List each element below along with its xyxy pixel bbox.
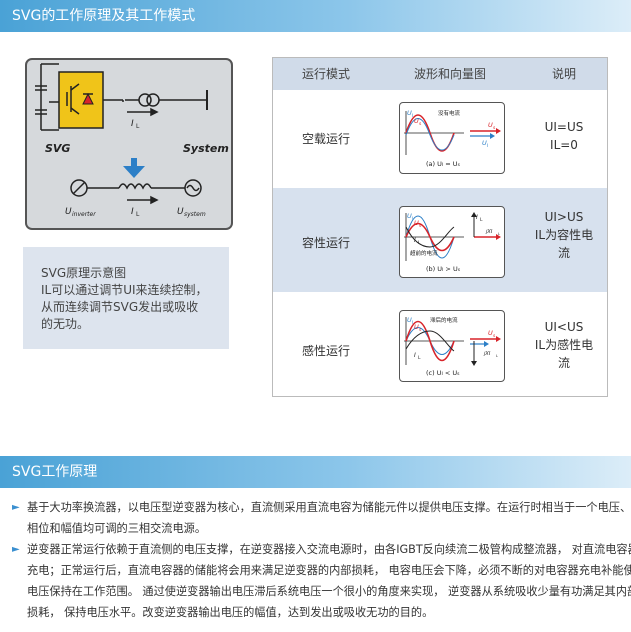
svg-text:s: s [419,328,422,333]
header-mode: 运行模式 [301,67,350,81]
list-item: ► 基于大功率换流器，以电压型逆变器为核心，直流侧采用直流电容为储能元件以提供电… [12,497,631,539]
svg-text:I: I [414,352,416,359]
svg-text:没有电流: 没有电流 [438,109,461,117]
waveform-vector-diagram: U I U s 滞后的电流 I L U s jXI L (c) UI < Us [404,316,501,377]
current-label-bottom: I [131,207,134,217]
caption-title: SVG原理示意图 [41,266,127,280]
caption-line: 的无功。 [41,317,90,331]
svg-text:s: s [419,224,422,229]
header-waveform: 波形和向量图 [413,67,486,81]
svg-text:system: system [184,211,206,218]
svg-text:L: L [498,232,500,236]
caption-line: IL可以通过调节UI来连续控制， [41,283,208,297]
schematic-drawing: I L SVG System I L U inverter U system [35,63,229,218]
svg-text:U: U [488,329,493,337]
svg-text:s: s [419,122,422,127]
svg-text:jXI: jXI [483,351,491,357]
header-explanation: 说明 [551,67,576,81]
svg-text:超前的电流: 超前的电流 [410,249,438,257]
svg-text:I: I [476,214,478,221]
schematic-caption: SVG原理示意图 IL可以通过调节UI来连续控制， 从而连续调节SVG发出或吸收… [23,247,229,349]
system-label: System [183,142,229,155]
svg-text:滞后的电流: 滞后的电流 [430,316,458,324]
svg-text:I: I [414,237,416,244]
table-row-no-load: 空载运行 没有电流 U I U s U s U I [273,90,607,188]
svg-text:U: U [407,316,412,324]
svg-text:U: U [414,323,419,331]
section-title: SVG工作原理 [12,464,98,480]
mode-label: 空载运行 [301,132,350,146]
down-arrow-icon [123,158,145,178]
svg-text:L: L [480,217,483,223]
svg-text:s: s [493,126,496,131]
section-banner-principles: SVG的工作原理及其工作模式 [0,0,631,32]
svg-text:inverter: inverter [72,211,96,218]
svg-text:U: U [482,139,487,147]
u-system-label: U [177,207,184,217]
mode-explanation: UI<US IL为感性电 流 [534,320,594,370]
svg-text:(c) UI < Us: (c) UI < Us [426,369,460,377]
svg-schematic-diagram: I L SVG System I L U inverter U system [25,58,233,230]
svg-text:U: U [414,219,419,227]
waveform-vector-diagram: 没有电流 U I U s U s U I (a) UI = Us [404,109,501,168]
mode-label: 容性运行 [301,236,350,250]
section-banner-working-principle: SVG工作原理 [0,456,631,488]
svg-text:I: I [412,216,413,222]
svg-text:I: I [487,143,488,149]
svg-text:L: L [136,211,140,218]
waveform-inductive: U I U s 滞后的电流 I L U s jXI L (c) UI < Us [399,310,505,382]
svg-text:U: U [414,117,419,125]
svg-text:(a) UI = Us: (a) UI = Us [426,160,461,168]
section-title: SVG的工作原理及其工作模式 [12,8,196,24]
waveform-capacitive: U I U s I L 超前的电流 I L jXI L (b) UI > Us [399,206,505,278]
list-item: ► 逆变器正常运行依赖于直流侧的电压支撑，在逆变器接入交流电源时，由各IGBT反… [12,539,631,623]
svg-text:I: I [412,113,413,119]
bullet-arrow-icon: ► [12,544,20,555]
svg-text:L: L [418,355,421,361]
waveform-no-load: 没有电流 U I U s U s U I (a) UI = Us [399,102,505,174]
bullet-arrow-icon: ► [12,502,20,513]
mode-explanation: UI>US IL为容性电 流 [534,210,594,260]
current-label-top: I [131,119,134,129]
u-inverter-label: U [65,207,72,217]
principle-bullets: ► 基于大功率换流器，以电压型逆变器为核心，直流侧采用直流电容为储能元件以提供电… [12,497,631,623]
svg-text:jXI: jXI [485,229,493,235]
operating-modes-table: 运行模式 波形和向量图 说明 空载运行 没有电流 U I U s U s [272,57,608,397]
svg-text:L: L [418,240,421,246]
svg-label: SVG [45,142,70,155]
svg-text:(b) UI > Us: (b) UI > Us [426,265,461,273]
svg-text:I: I [412,320,413,326]
waveform-vector-diagram: U I U s I L 超前的电流 I L jXI L (b) UI > Us [404,212,501,273]
svg-text:U: U [407,109,412,117]
svg-text:L: L [136,123,140,130]
svg-text:U: U [488,121,493,129]
svg-text:s: s [493,334,496,339]
mode-label: 感性运行 [301,344,350,358]
inverter-block [58,71,104,129]
svg-text:L: L [496,354,498,358]
svg-text:U: U [407,212,412,220]
table-row-capacitive: 容性运行 U I U s I L 超前的电流 I L [273,188,607,292]
table-header-row: 运行模式 波形和向量图 说明 [273,58,607,90]
caption-line: 从而连续调节SVG发出或吸收 [41,300,199,314]
mode-explanation: UI=US IL=0 [544,120,584,152]
table-row-inductive: 感性运行 U I U s 滞后的电流 I L U [273,292,607,396]
